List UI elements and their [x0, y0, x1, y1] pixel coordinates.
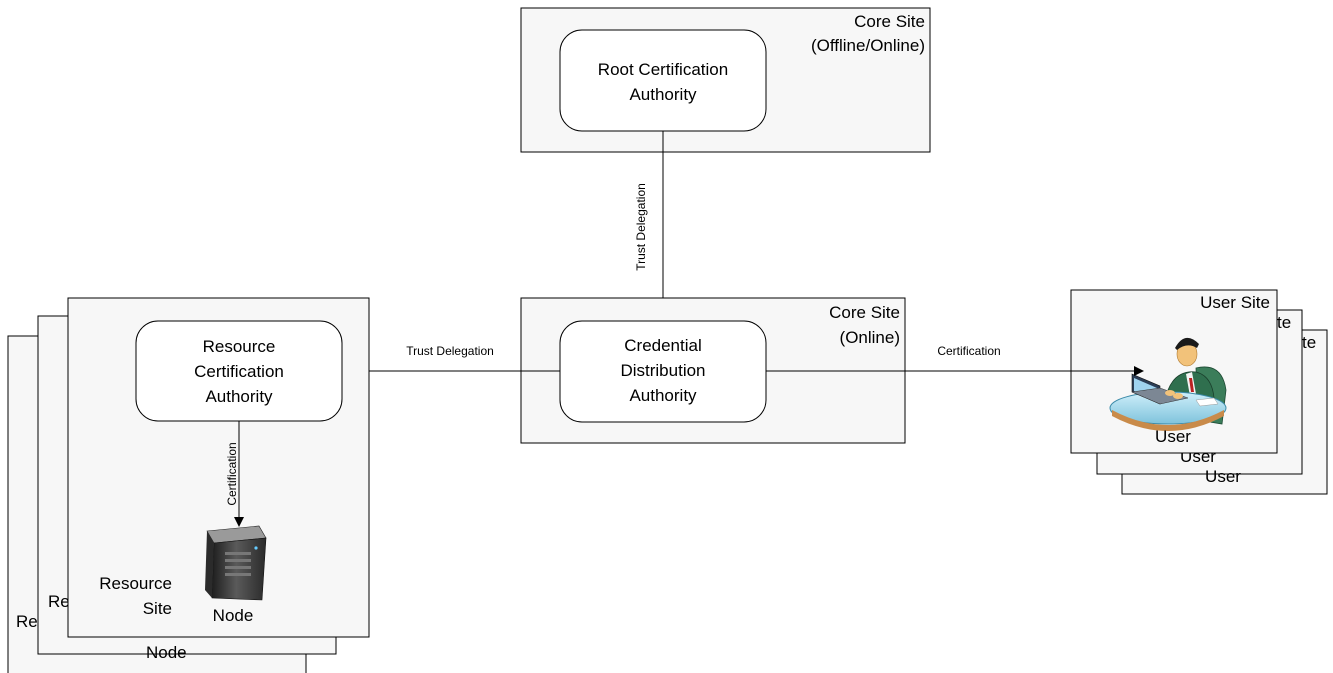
resource-back-label-2: Re [16, 612, 38, 631]
core-online-site-label-line2: (Online) [840, 328, 900, 347]
user-label: User [1155, 427, 1191, 446]
edge-label-rca-to-node: Certification [225, 442, 239, 505]
user-back-user-label-2: User [1205, 467, 1241, 486]
rca-label-line2: Certification [194, 362, 284, 381]
user-site-label: User Site [1200, 293, 1270, 312]
root-ca-label-line1: Root Certification [598, 60, 728, 79]
rca-label-line1: Resource [203, 337, 276, 356]
root-certification-authority-box[interactable] [559, 29, 767, 132]
core-root-site-label-line1: Core Site [854, 12, 925, 31]
resource-site-label-line2: Site [143, 599, 172, 618]
cda-label-line1: Credential [624, 336, 702, 355]
resource-back-label-1: Re [48, 592, 70, 611]
cda-label-line3: Authority [629, 386, 697, 405]
user-site-stack: te te User User User Site [1070, 289, 1328, 495]
core-site-root: Core Site (Offline/Online) Root Certific… [520, 7, 931, 153]
server-icon[interactable] [205, 525, 267, 601]
user-back-label-1: te [1277, 313, 1291, 332]
user-back-label-2: te [1302, 333, 1316, 352]
resource-back-node-label: Node [146, 643, 187, 662]
node-label: Node [213, 606, 254, 625]
core-site-online: Core Site (Online) Credential Distributi… [520, 297, 906, 444]
root-ca-label-line2: Authority [629, 85, 697, 104]
edge-label-root-to-cda: Trust Delegation [634, 183, 648, 271]
edge-label-resource-to-cda: Trust Delegation [406, 344, 494, 358]
resource-site-label-line1: Resource [99, 574, 172, 593]
core-online-site-label-line1: Core Site [829, 303, 900, 322]
resource-site-stack: Re Re Node Resource Certification Author… [7, 297, 370, 673]
rca-label-line3: Authority [205, 387, 273, 406]
edge-label-cda-to-user: Certification [937, 344, 1000, 358]
user-at-desk-icon[interactable] [1109, 337, 1227, 431]
core-root-site-label-line2: (Offline/Online) [811, 36, 925, 55]
cda-label-line2: Distribution [620, 361, 705, 380]
